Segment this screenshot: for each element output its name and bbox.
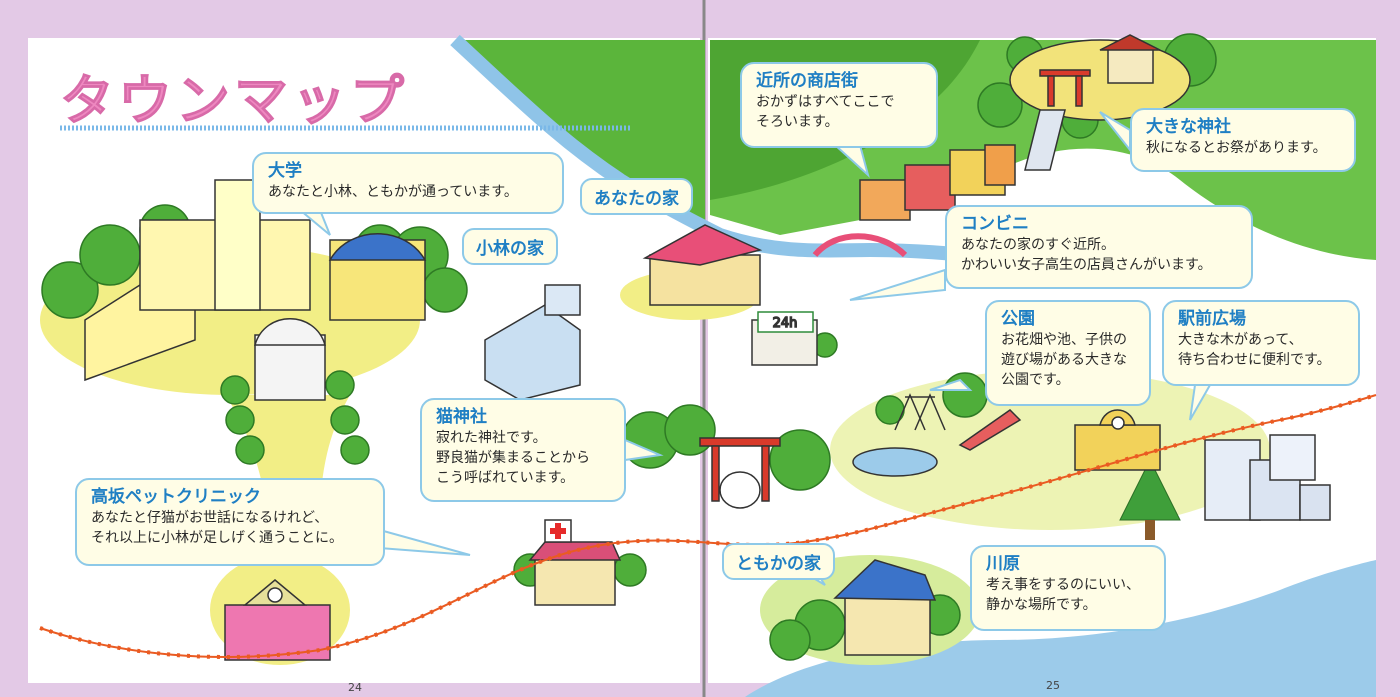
your-house bbox=[642, 224, 763, 306]
convenience-sign: 24h bbox=[773, 316, 798, 331]
cat-shrine-desc-1: 寂れた神社です。 bbox=[436, 430, 547, 446]
callout-shopping-street: 近所の商店街 おかずはすべてここで そろいます。 bbox=[740, 62, 938, 148]
pet-clinic-desc-1: あなたと仔猫がお世話になるけれど、 bbox=[91, 510, 329, 526]
river-lower bbox=[745, 560, 1376, 697]
riverbank-desc-2: 静かな場所です。 bbox=[986, 597, 1097, 613]
cat-shrine-title: 猫神社 bbox=[436, 407, 487, 427]
pet-clinic-desc-2: それ以上に小林が足しげく通うことに。 bbox=[91, 530, 343, 546]
tag-tomoka-house: ともかの家 bbox=[722, 543, 835, 580]
pet-clinic-title: 高坂ペットクリニック bbox=[91, 487, 261, 507]
big-shrine-desc: 秋になるとお祭があります。 bbox=[1146, 140, 1327, 156]
park bbox=[852, 393, 1022, 477]
university-buildings bbox=[84, 179, 427, 401]
tag-your-house: あなたの家 bbox=[580, 178, 693, 215]
page-number-right: 25 bbox=[1046, 679, 1060, 692]
city-buildings bbox=[1204, 434, 1331, 521]
university-title: 大学 bbox=[268, 161, 302, 181]
shopping-street-desc-2: そろいます。 bbox=[756, 114, 839, 130]
station-square-title: 駅前広場 bbox=[1178, 309, 1246, 329]
callout-convenience-store: コンビニ あなたの家のすぐ近所。 かわいい女子高生の店員さんがいます。 bbox=[945, 205, 1253, 289]
convenience-store: 24h bbox=[751, 311, 818, 366]
station-big-tree bbox=[1119, 458, 1181, 540]
convenience-store-title: コンビニ bbox=[961, 214, 1029, 234]
callout-park: 公園 お花畑や池、子供の 遊び場がある大きな 公園です。 bbox=[985, 300, 1151, 406]
shopping-street-title: 近所の商店街 bbox=[756, 71, 858, 91]
callout-big-shrine: 大きな神社 秋になるとお祭があります。 bbox=[1130, 108, 1356, 172]
park-desc-3: 公園です。 bbox=[1001, 372, 1070, 388]
callout-station-square: 駅前広場 大きな木があって、 待ち合わせに便利です。 bbox=[1162, 300, 1360, 386]
cat-shrine-desc-2: 野良猫が集まることから bbox=[436, 450, 590, 466]
tag-kobayashi-house: 小林の家 bbox=[462, 228, 558, 265]
tomoka-house bbox=[833, 559, 937, 656]
page-title: タウンマップ bbox=[60, 69, 408, 133]
park-title: 公園 bbox=[1001, 309, 1035, 329]
cat-shrine-desc-3: こう呼ばれています。 bbox=[436, 470, 575, 486]
callout-university: 大学 あなたと小林、ともかが通っています。 bbox=[252, 152, 564, 214]
bridge bbox=[812, 233, 908, 258]
page-number-left: 24 bbox=[348, 681, 362, 694]
convenience-store-desc-1: あなたの家のすぐ近所。 bbox=[961, 237, 1115, 253]
riverbank-desc-1: 考え事をするのにいい、 bbox=[986, 577, 1140, 593]
callout-pet-clinic: 高坂ペットクリニック あなたと仔猫がお世話になるけれど、 それ以上に小林が足しげ… bbox=[75, 478, 385, 566]
park-desc-1: お花畑や池、子供の bbox=[1001, 332, 1127, 348]
park-desc-2: 遊び場がある大きな bbox=[1001, 352, 1127, 368]
shopping-street bbox=[859, 144, 1016, 221]
station-square-desc-2: 待ち合わせに便利です。 bbox=[1178, 352, 1331, 368]
riverbank-title: 川原 bbox=[986, 554, 1020, 574]
big-shrine-title: 大きな神社 bbox=[1146, 117, 1231, 137]
convenience-store-desc-2: かわいい女子高生の店員さんがいます。 bbox=[961, 257, 1212, 273]
kobayashi-apartment bbox=[484, 284, 581, 401]
university-desc: あなたと小林、ともかが通っています。 bbox=[268, 184, 518, 200]
station-square-desc-1: 大きな木があって、 bbox=[1178, 332, 1303, 348]
callout-riverbank: 川原 考え事をするのにいい、 静かな場所です。 bbox=[970, 545, 1166, 631]
big-shrine bbox=[1009, 34, 1191, 171]
cat-shrine bbox=[699, 437, 781, 509]
shopping-street-desc-1: おかずはすべてここで bbox=[756, 94, 895, 110]
callout-cat-shrine: 猫神社 寂れた神社です。 野良猫が集まることから こう呼ばれています。 bbox=[420, 398, 626, 502]
